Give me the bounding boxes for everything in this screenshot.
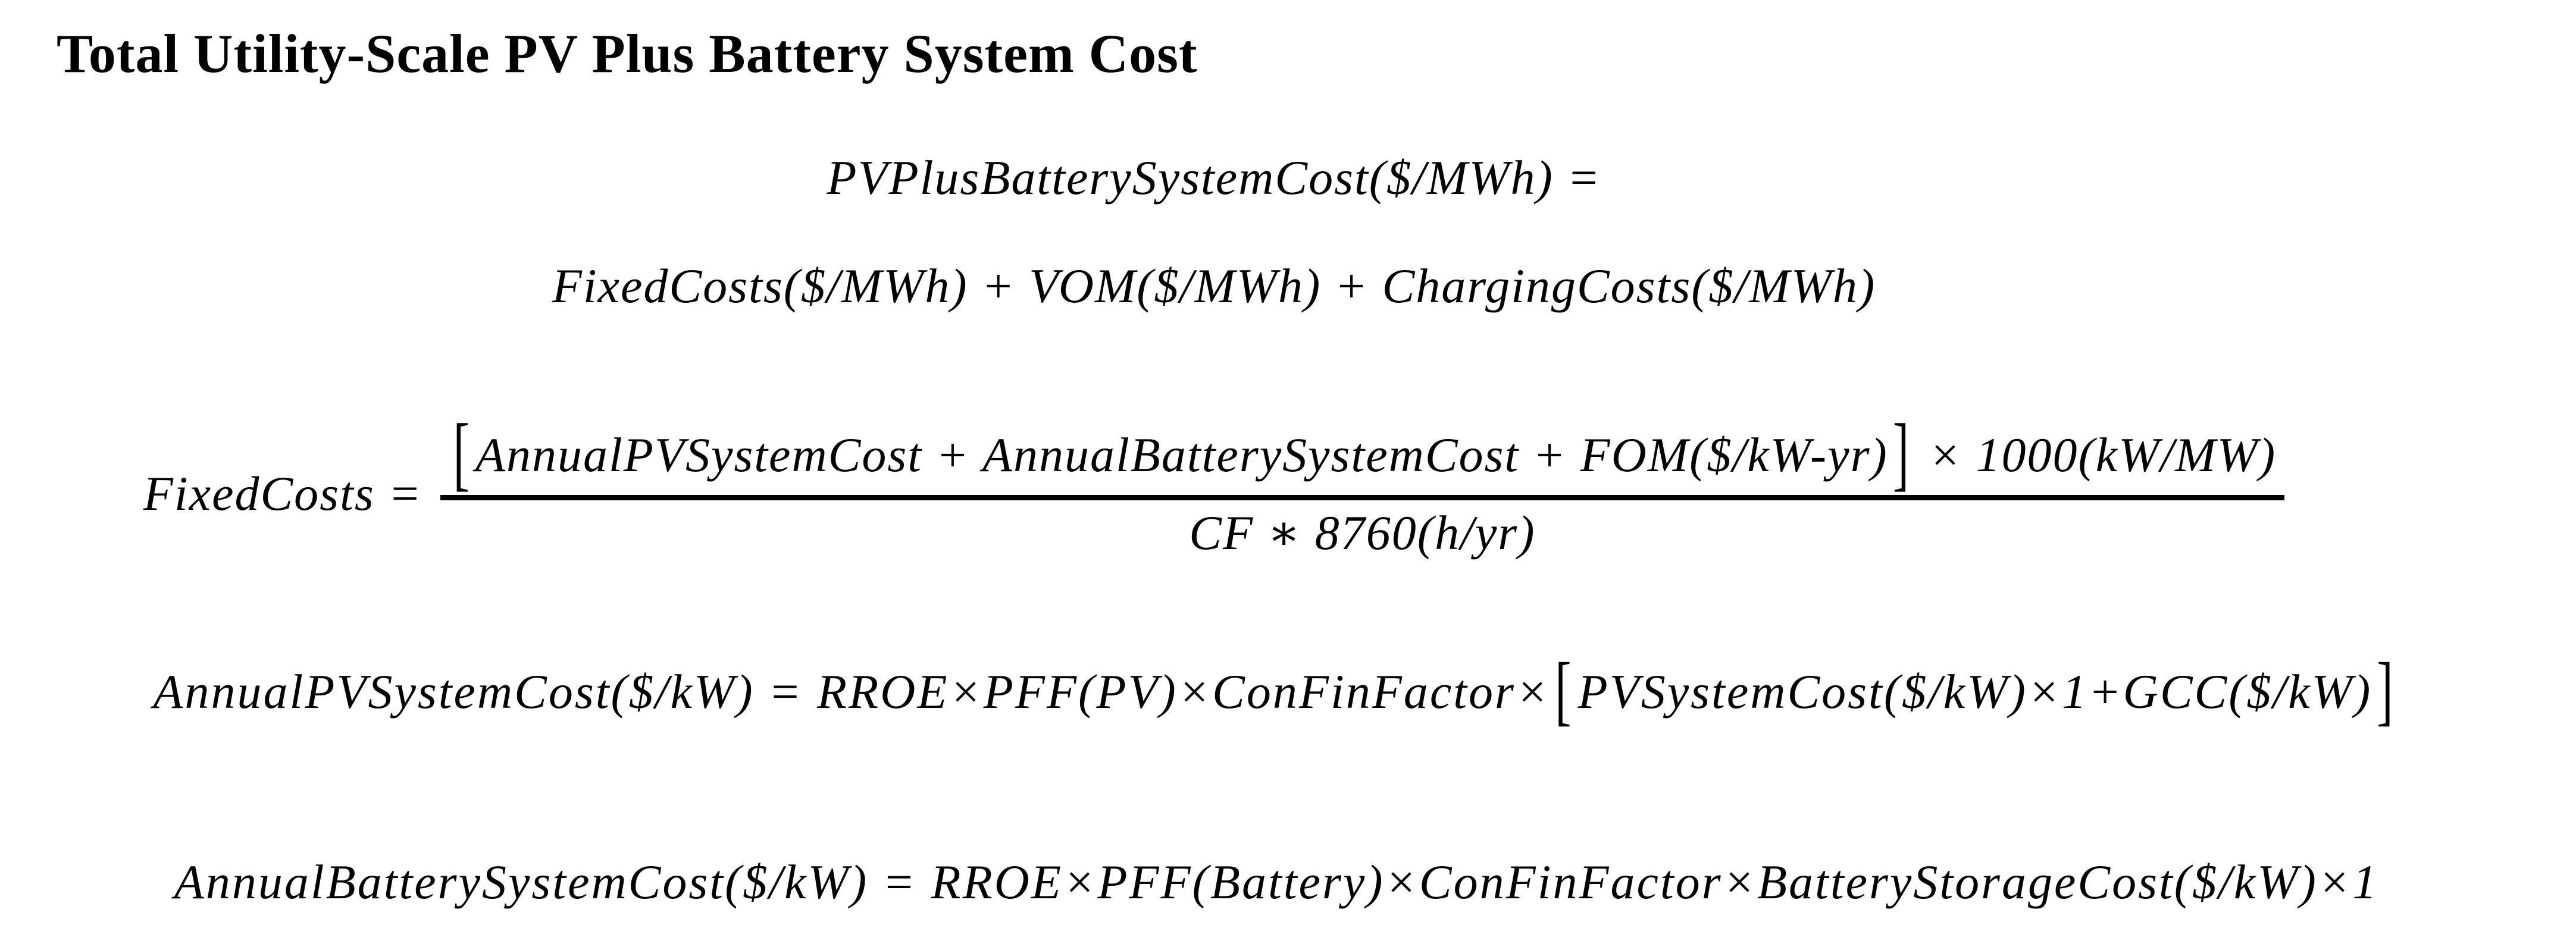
equation-pv-plus-battery-system-cost-rhs: FixedCosts($/MWh) + VOM($/MWh) + Chargin… [552,259,1876,313]
numerator-open-bracket: [ [453,406,471,499]
numerator-close-bracket: ] [1892,406,1911,499]
equation-pv-plus-battery-system-cost-lhs: PVPlusBatterySystemCost($/MWh) = [827,151,1601,205]
equation-fixed-costs: FixedCosts = [AnnualPVSystemCost + Annua… [0,381,2428,607]
page-title: Total Utility-Scale PV Plus Battery Syst… [57,23,1198,84]
fraction-denominator: CF ∗ 8760(h/yr) [440,494,2285,557]
numerator-suffix: × 1000(kW/MW) [1915,427,2277,482]
annual-pv-system-cost-prefix: AnnualPVSystemCost($/kW) = RROE×PFF(PV)×… [153,664,1551,719]
annual-pv-close-bracket: ] [2377,646,2395,733]
annual-pv-open-bracket: [ [1555,646,1573,733]
equation-annual-pv-system-cost: AnnualPVSystemCost($/kW) = RROE×PFF(PV)×… [0,651,2553,729]
numerator-bracket-content: AnnualPVSystemCost + AnnualBatterySystem… [475,427,1888,482]
annual-pv-bracket-content: PVSystemCost($/kW)×1+GCC($/kW) [1577,664,2372,719]
equation-annual-battery-system-cost: AnnualBatterySystemCost($/kW) = RROE×PFF… [174,855,2379,909]
fixed-costs-lhs: FixedCosts = [143,466,422,521]
fixed-costs-fraction: [AnnualPVSystemCost + AnnualBatterySyste… [440,411,2285,557]
fraction-numerator: [AnnualPVSystemCost + AnnualBatterySyste… [440,411,2285,495]
